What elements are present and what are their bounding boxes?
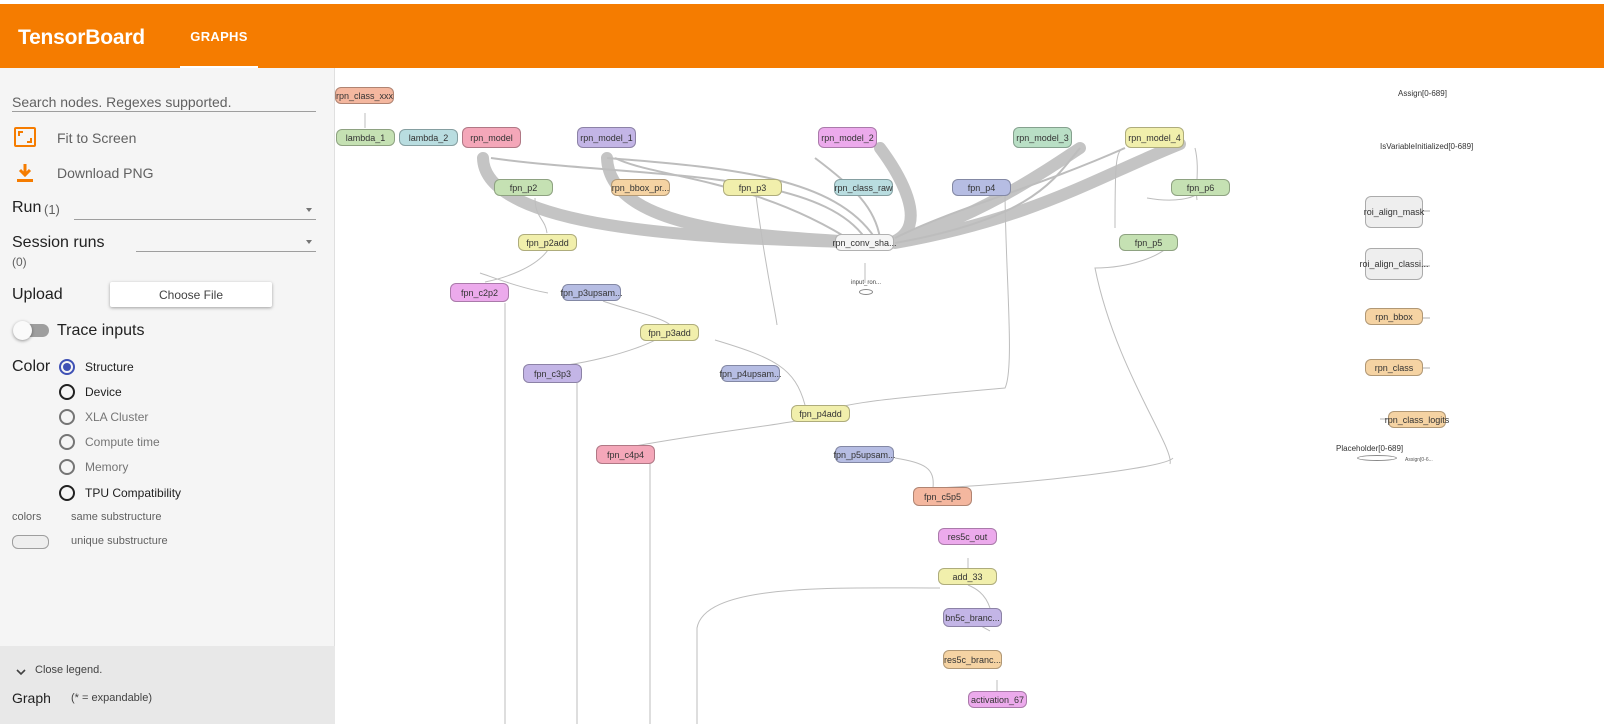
top-bar: TensorBoard GRAPHS <box>0 0 1604 68</box>
graph-node-fpn-p6[interactable]: fpn_p6 <box>1171 179 1230 196</box>
chevron-down-icon <box>306 240 312 244</box>
graph-node-rpn-class[interactable]: rpn_class <box>1365 359 1423 376</box>
graph-node-fpn-p3add[interactable]: fpn_p3add <box>640 324 699 341</box>
graph-node-fpn-p4[interactable]: fpn_p4 <box>952 179 1011 196</box>
fit-to-screen-button[interactable]: Fit to Screen <box>57 130 137 146</box>
graph-node-fpn-p4upsam[interactable]: fpn_p4upsam... <box>719 365 782 382</box>
search-input[interactable] <box>12 92 316 112</box>
graph-node-bn5c-branc[interactable]: bn5c_branc... <box>943 608 1002 627</box>
graph-node-fpn-p4add[interactable]: fpn_p4add <box>791 405 850 422</box>
color-compute-time-label: Compute time <box>85 435 160 449</box>
input-node-label: input_ron... <box>851 280 882 286</box>
color-xla-label: XLA Cluster <box>85 410 149 424</box>
choose-file-button[interactable]: Choose File <box>110 282 272 307</box>
graph-node-roi-align-classi[interactable]: roi_align_classi... <box>1359 248 1429 280</box>
color-memory-radio[interactable] <box>59 459 75 475</box>
placeholder-series-ellipse[interactable] <box>1357 455 1397 461</box>
graph-node-fpn-p5[interactable]: fpn_p5 <box>1119 234 1178 251</box>
graph-node-rpn-model-4[interactable]: rpn_model_4 <box>1125 127 1184 148</box>
expandable-note: (* = expandable) <box>71 692 153 704</box>
color-xla-radio[interactable] <box>59 409 75 425</box>
unique-substructure-swatch <box>12 535 49 549</box>
input-node-ellipse[interactable] <box>859 289 873 295</box>
upload-label: Upload <box>12 286 63 303</box>
run-count: (1) <box>44 202 60 217</box>
graph-node-lambda-1[interactable]: lambda_1 <box>336 129 395 146</box>
color-tpu-label: TPU Compatibility <box>85 486 182 500</box>
is-initialized-series-label: IsVariableInitialized[0-689] <box>1380 142 1474 151</box>
color-device-radio[interactable] <box>59 384 75 400</box>
color-device-label: Device <box>85 385 122 399</box>
graph-node-fpn-p2add[interactable]: fpn_p2add <box>518 234 577 251</box>
graph-node-fpn-p3upsam[interactable]: fpn_p3upsam... <box>560 284 623 301</box>
session-runs-label: Session runs <box>12 234 105 251</box>
graph-node-fpn-c5p5[interactable]: fpn_c5p5 <box>913 487 972 506</box>
graph-node-activation-67[interactable]: activation_67 <box>968 691 1027 708</box>
graph-node-rpn-class-raw[interactable]: rpn_class_raw <box>834 179 893 196</box>
trace-inputs-label: Trace inputs <box>57 322 145 339</box>
color-memory-label: Memory <box>85 460 129 474</box>
graph-node-rpn-bbox[interactable]: rpn_bbox <box>1365 308 1423 325</box>
download-png-button[interactable]: Download PNG <box>57 165 154 181</box>
legend-panel: Close legend. Graph (* = expandable) <box>0 646 335 724</box>
unique-substructure-label: unique substructure <box>71 535 168 547</box>
run-select[interactable] <box>74 202 316 220</box>
color-structure-label: Structure <box>85 360 134 374</box>
color-tpu-radio[interactable] <box>59 485 75 501</box>
same-substructure-label: same substructure <box>71 511 162 523</box>
graph-node-fpn-c2p2[interactable]: fpn_c2p2 <box>450 283 509 302</box>
graph-node-fpn-p3[interactable]: fpn_p3 <box>723 179 782 196</box>
tab-graphs[interactable]: GRAPHS <box>180 4 258 68</box>
graph-node-rpn-model-2[interactable]: rpn_model_2 <box>818 127 877 148</box>
graph-node-fpn-p2[interactable]: fpn_p2 <box>494 179 553 196</box>
graph-node-fpn-c4p4[interactable]: fpn_c4p4 <box>596 445 655 464</box>
chevron-down-icon <box>306 208 312 212</box>
graph-node-fpn-c3p3[interactable]: fpn_c3p3 <box>523 364 582 383</box>
placeholder-assign-label: Assign[0-6... <box>1405 457 1433 463</box>
download-icon[interactable] <box>13 161 37 185</box>
close-legend-button[interactable]: Close legend. <box>35 664 103 676</box>
trace-inputs-toggle[interactable] <box>13 321 49 340</box>
graph-legend-title: Graph <box>12 690 51 706</box>
session-runs-select[interactable] <box>136 234 316 252</box>
graph-node-rpn-bbox-pr[interactable]: rpn_bbox_pr... <box>611 179 670 196</box>
color-structure-radio[interactable] <box>59 359 75 375</box>
graph-node-rpn-conv-sha[interactable]: rpn_conv_sha... <box>832 234 897 251</box>
graph-node-res5c-out[interactable]: res5c_out <box>938 528 997 545</box>
graph-node-add-33[interactable]: add_33 <box>938 568 997 585</box>
color-compute-time-radio[interactable] <box>59 434 75 450</box>
run-label: Run <box>12 199 42 216</box>
sidebar: Fit to Screen Download PNG Run (1) Sessi… <box>0 68 335 724</box>
fit-to-screen-icon[interactable] <box>13 125 37 149</box>
placeholder-series-label: Placeholder[0-689] <box>1336 444 1404 453</box>
graph-node-rpn-class-logits[interactable]: rpn_class_logits <box>1385 411 1449 428</box>
graph-node-rpn-model[interactable]: rpn_model <box>462 127 521 148</box>
graph-node-fpn-p5upsam[interactable]: fpn_p5upsam... <box>833 446 896 463</box>
colors-label: colors <box>12 511 42 523</box>
graph-node-lambda-2[interactable]: lambda_2 <box>399 129 458 146</box>
session-runs-count: (0) <box>12 255 27 269</box>
graph-node-res5c-branc[interactable]: res5c_branc... <box>943 650 1002 669</box>
brand-title: TensorBoard <box>18 26 145 49</box>
color-label: Color <box>12 358 51 375</box>
graph-node-rpn-model-3[interactable]: rpn_model_3 <box>1013 127 1072 148</box>
assign-series-label: Assign[0-689] <box>1398 89 1447 98</box>
chevron-down-icon[interactable] <box>16 664 26 676</box>
graph-node-rpn-model-1[interactable]: rpn_model_1 <box>577 127 636 148</box>
graph-node-rpn-class-xxx[interactable]: rpn_class_xxx <box>335 87 394 104</box>
graph-node-roi-align-mask[interactable]: roi_align_mask <box>1364 196 1424 228</box>
